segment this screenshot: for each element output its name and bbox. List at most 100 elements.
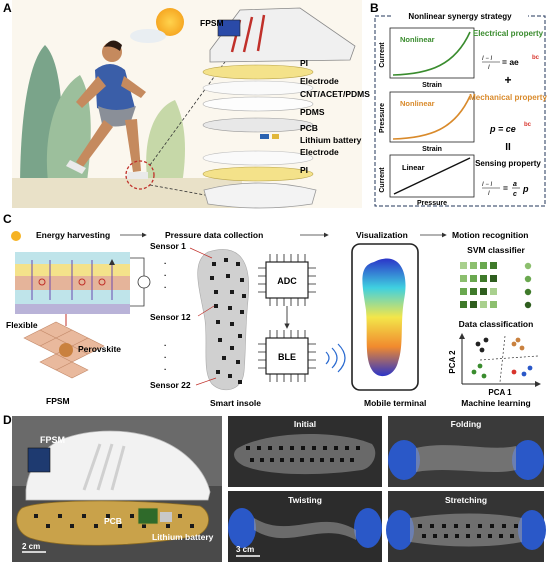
sensor-square bbox=[477, 534, 481, 538]
nonlinear-curve-green bbox=[392, 31, 471, 76]
state-label-stretching: Stretching bbox=[445, 495, 487, 505]
sensor-square bbox=[499, 534, 503, 538]
panel-b: B Nonlinear synergy strategy Current Non… bbox=[370, 1, 547, 207]
curve-label: Nonlinear bbox=[400, 99, 435, 108]
sensor-label: Sensor 22 bbox=[150, 380, 191, 390]
cell-layer bbox=[15, 252, 130, 264]
sensor-square bbox=[270, 458, 274, 462]
sensor-square bbox=[230, 322, 234, 326]
sensor-pointer bbox=[197, 305, 215, 317]
wireless-signal-icon bbox=[325, 343, 346, 373]
layer-label: PI bbox=[300, 58, 308, 68]
pcb-board bbox=[137, 507, 159, 525]
shoe-sole bbox=[203, 182, 317, 209]
mobile-terminal-label: Mobile terminal bbox=[364, 398, 426, 408]
flexible-label: Flexible bbox=[6, 320, 38, 330]
pca-point bbox=[481, 373, 487, 379]
state-label-initial: Initial bbox=[294, 419, 316, 429]
pca-point bbox=[511, 341, 517, 347]
sensor-square bbox=[340, 458, 344, 462]
state-label-folding: Folding bbox=[451, 419, 482, 429]
sensor-square bbox=[242, 294, 246, 298]
sensor-square bbox=[300, 458, 304, 462]
layer-cnt bbox=[202, 96, 314, 112]
ground bbox=[12, 178, 242, 208]
sensor-square bbox=[455, 534, 459, 538]
folded-insole bbox=[416, 445, 516, 472]
sensor-square bbox=[214, 290, 218, 294]
sensor-square bbox=[418, 524, 422, 528]
sensor-dots bbox=[246, 446, 360, 462]
panel-d-letter: D bbox=[3, 413, 12, 427]
layer-pi-bottom bbox=[202, 166, 314, 182]
charge-carrier bbox=[98, 278, 106, 286]
equation-numerator: I − I bbox=[482, 182, 493, 188]
perovskite-atom bbox=[59, 343, 73, 357]
sensor-square bbox=[466, 524, 470, 528]
sensor-square bbox=[488, 534, 492, 538]
equation-denominator: I bbox=[488, 191, 490, 197]
gloved-hand bbox=[512, 440, 544, 480]
sensor-square bbox=[430, 524, 434, 528]
ellipsis-dots: · bbox=[164, 353, 167, 362]
pca-point bbox=[515, 337, 521, 343]
svm-cell bbox=[460, 288, 467, 295]
svm-cell bbox=[490, 275, 497, 282]
sensor-square bbox=[510, 534, 514, 538]
sensor-square bbox=[490, 524, 494, 528]
sensor-square bbox=[330, 458, 334, 462]
panel-c-letter: C bbox=[3, 212, 12, 226]
sensor-square bbox=[290, 458, 294, 462]
pressure-heatmap bbox=[362, 258, 406, 377]
panel-a-letter: A bbox=[3, 1, 12, 15]
exploded-shoe: FPSM PI Electrode CNT/ACET/PDMS PDMS PCB… bbox=[200, 7, 370, 209]
svm-cell bbox=[460, 262, 467, 269]
plus-sign: + bbox=[504, 73, 511, 87]
ellipsis-dots: · bbox=[164, 259, 167, 268]
svm-label: SVM classifier bbox=[467, 245, 525, 255]
equation-exponent: bc bbox=[524, 122, 532, 128]
sensor-square bbox=[454, 524, 458, 528]
sensor-square bbox=[238, 380, 242, 384]
sensor-square bbox=[230, 290, 234, 294]
sensor-square bbox=[345, 446, 349, 450]
svm-cell bbox=[470, 262, 477, 269]
svm-cell bbox=[480, 288, 487, 295]
sensor-square bbox=[356, 446, 360, 450]
layer-label: FPSM bbox=[200, 18, 224, 28]
sensor-square bbox=[212, 262, 216, 266]
callout-line bbox=[149, 184, 261, 206]
shoe-upper bbox=[209, 7, 356, 63]
cloud-icon bbox=[130, 29, 166, 43]
svm-cell bbox=[480, 262, 487, 269]
layer-label: PCB bbox=[300, 123, 318, 133]
sensor-square bbox=[422, 534, 426, 538]
sensor-square bbox=[230, 346, 234, 350]
equation-a: a bbox=[513, 181, 517, 188]
pca-point bbox=[519, 345, 525, 351]
gloved-hand bbox=[354, 508, 382, 548]
property-label-mechanical: Mechanical property bbox=[469, 93, 547, 102]
sensor-square bbox=[478, 524, 482, 528]
synergy-box bbox=[374, 15, 546, 207]
equation-denominator: I bbox=[488, 65, 490, 71]
cell-layer bbox=[15, 304, 130, 314]
equation-equals: = bbox=[503, 183, 508, 193]
sensor-square bbox=[178, 514, 182, 518]
pcb-chip bbox=[260, 134, 269, 139]
gloved-hand bbox=[518, 510, 546, 550]
nonlinear-curve-orange bbox=[392, 95, 471, 140]
svm-cell bbox=[490, 262, 497, 269]
layer-electrode-top bbox=[202, 80, 314, 96]
pca-point bbox=[477, 363, 483, 369]
sensor-square bbox=[466, 534, 470, 538]
sensor-square bbox=[236, 360, 240, 364]
sensor-square bbox=[310, 458, 314, 462]
plot-xlabel: Strain bbox=[422, 146, 442, 153]
sensor-square bbox=[216, 370, 220, 374]
sensor-square bbox=[514, 524, 518, 528]
svm-output-node bbox=[524, 262, 532, 270]
pressure-sensor-array bbox=[210, 258, 246, 384]
sensor-square bbox=[94, 524, 98, 528]
